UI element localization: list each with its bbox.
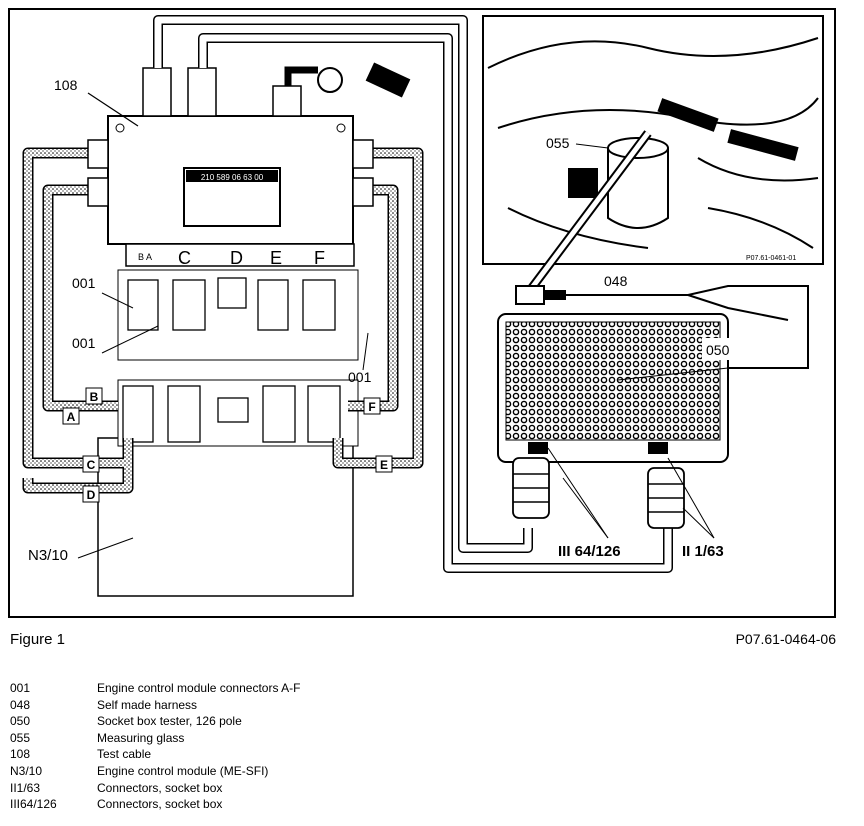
legend-desc: Connectors, socket box [97, 797, 223, 812]
ecu-part-number: 210 589 06 63 00 [201, 173, 264, 182]
legend-desc: Self made harness [97, 697, 198, 712]
legend-row: 108 Test cable [10, 746, 300, 763]
callout-n3-10: N3/10 [28, 547, 68, 564]
strip-letter-ba: B A [138, 252, 152, 262]
diagram-frame [8, 8, 836, 618]
harness-tag-d: D [87, 488, 96, 502]
connector-048 [515, 285, 545, 305]
legend-code: 050 [10, 714, 31, 729]
ecm-body [97, 437, 354, 597]
legend-code: 108 [10, 747, 31, 762]
legend-code: 001 [10, 681, 31, 695]
legend-code: III64/126 [10, 797, 57, 812]
connector-strip [125, 243, 355, 267]
legend-desc: Socket box tester, 126 pole [97, 714, 242, 729]
callout-055: 055 [546, 135, 570, 151]
callout-001-b: 001 [72, 335, 96, 351]
legend-row: 050 Socket box tester, 126 pole [10, 713, 300, 730]
callout-108: 108 [54, 77, 78, 93]
wiring-diagram: 210 589 06 63 00 108 B A C D E F A B [22, 15, 824, 597]
callout-001-c: 001 [348, 369, 372, 385]
legend-row: 001 Engine control module connectors A-F [10, 680, 300, 697]
legend-desc: Engine control module (ME-SFI) [97, 763, 269, 778]
harness-tag-c: C [87, 458, 96, 472]
strip-letter-c: C [178, 248, 191, 268]
callout-ii-1-63: II 1/63 [682, 543, 724, 560]
strip-letter-e: E [270, 248, 282, 268]
harness-tag-b: B [90, 390, 99, 404]
callout-iii-64-126: III 64/126 [558, 543, 621, 560]
harness-tag-e: E [380, 458, 388, 472]
legend-code: N3/10 [10, 763, 43, 778]
strip-letter-d: D [230, 248, 243, 268]
callout-001-a: 001 [72, 275, 96, 291]
callout-050: 050 [706, 342, 730, 358]
figure-code: P07.61-0464-06 [735, 631, 836, 647]
legend-code: 048 [10, 697, 31, 712]
legend-desc: Measuring glass [97, 730, 185, 745]
legend-code: II1/63 [10, 780, 41, 795]
legend-row: N3/10 Engine control module (ME-SFI) [10, 763, 300, 780]
legend-row: 048 Self made harness [10, 697, 300, 714]
figure-title: Figure 1 [10, 631, 66, 648]
strip-letter-f: F [314, 248, 325, 268]
harness-tag-a: A [67, 410, 76, 424]
legend-code: 055 [10, 730, 31, 745]
legend-desc: Connectors, socket box [97, 780, 223, 795]
legend-desc: Test cable [97, 747, 152, 762]
photo-code: P07.61-0461-01 [746, 255, 796, 262]
callout-048: 048 [604, 273, 628, 289]
legend-row: 055 Measuring glass [10, 730, 300, 747]
legend-desc: Engine control module connectors A-F [97, 681, 301, 695]
harness-tag-f: F [368, 400, 375, 414]
legend-row: III64/126 Connectors, socket box [10, 796, 300, 813]
legend-row: II1/63 Connectors, socket box [10, 780, 300, 797]
